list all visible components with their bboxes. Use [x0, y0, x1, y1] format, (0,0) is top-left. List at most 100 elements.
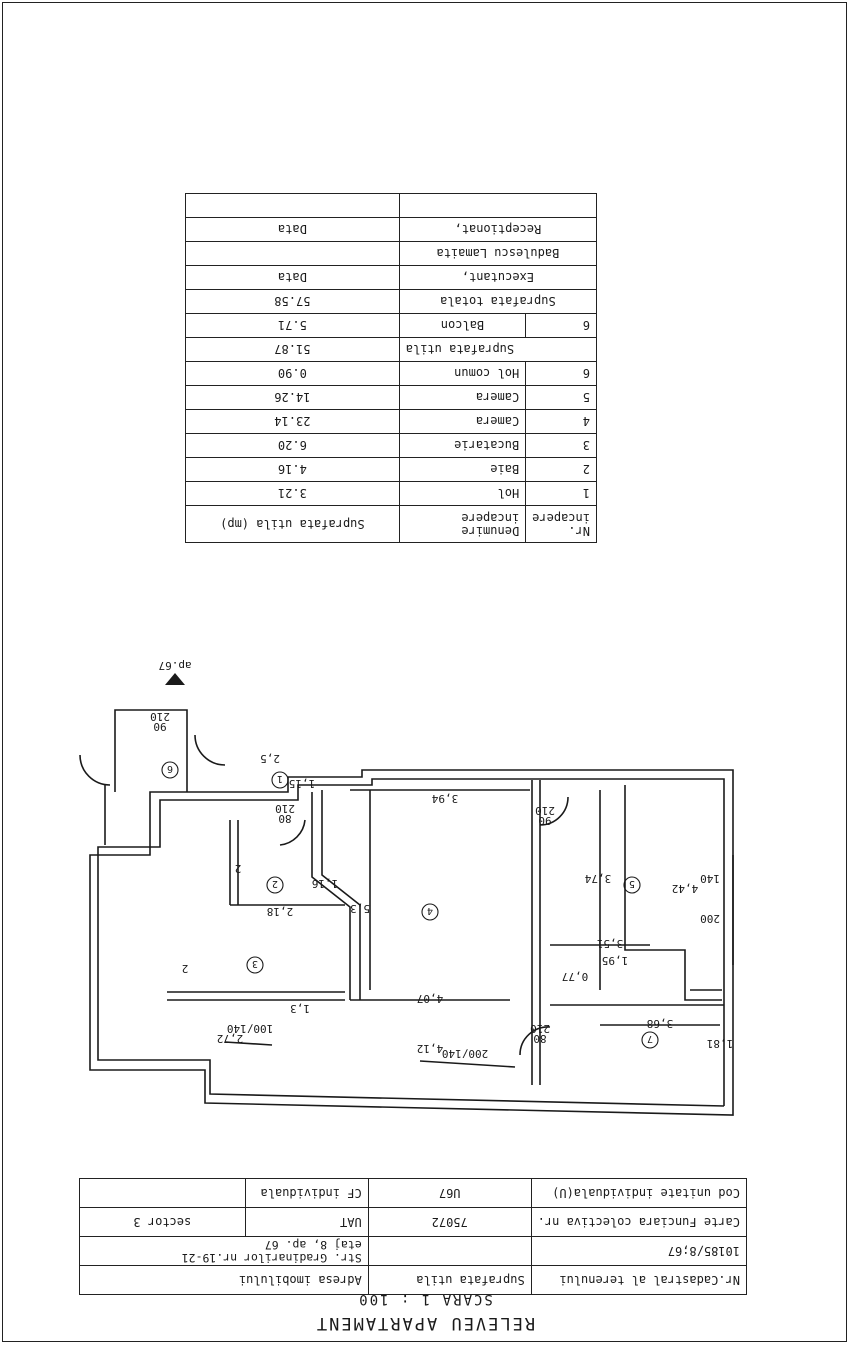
door-hall-swing — [194, 734, 226, 766]
door-entry-width: 90 — [153, 720, 166, 733]
window-room5-label-a: 200 — [700, 912, 720, 925]
room-marker-4 — [421, 903, 439, 921]
balcony-name: Balcon — [399, 313, 526, 338]
row-nr: 6 — [525, 361, 597, 386]
row-nr: 2 — [525, 457, 597, 482]
dim-2-5: 2,5 — [260, 752, 280, 765]
dim-1-95: 1,95 — [602, 954, 629, 967]
header-area: Suprafata utila (mp) — [185, 505, 400, 543]
dim-5-3: 5,3 — [350, 902, 370, 915]
table-row: 2 Baie 4.16 — [185, 457, 597, 482]
row-nr: 4 — [525, 409, 597, 434]
entry-arrow-icon — [165, 673, 185, 685]
balcony-area: 5.71 — [185, 313, 400, 338]
balcony-nr: 6 — [525, 313, 597, 338]
dim-4-07: 4,07 — [417, 992, 444, 1005]
room-area-table: Nr. incapere Denumire incapere Suprafata… — [185, 193, 597, 543]
door-entry-height: 210 — [150, 710, 170, 723]
header-nr: Nr. incapere — [525, 505, 597, 543]
blank-cell — [399, 193, 597, 218]
executant-date: Data — [185, 265, 400, 290]
dim-3-51: 3,51 — [597, 937, 624, 950]
apartment-label: ap.67 — [158, 659, 191, 672]
header-name: Denumire incapere — [399, 505, 526, 543]
row-area: 14.26 — [185, 385, 400, 410]
dim-4-12: 4,12 — [417, 1042, 444, 1055]
window-kitchen — [224, 1041, 273, 1046]
room-number-4: 4 — [427, 905, 433, 916]
dim-2-b: 2 — [182, 962, 189, 975]
room-number-2: 2 — [272, 878, 278, 889]
table-row-total: Suprafata totala 57.58 — [185, 289, 597, 314]
total-label: Suprafata totala — [399, 289, 597, 314]
table-row-received: Receptionat, Data — [185, 217, 597, 242]
executor-blank — [185, 241, 400, 266]
dim-3-74: 3,74 — [584, 872, 611, 885]
room-marker-7 — [641, 1031, 659, 1049]
outer-wall-inner — [97, 778, 725, 1107]
table-row-util: Suprafata utila 51.87 — [185, 337, 597, 362]
window-room4-label: 200/140 — [442, 1047, 488, 1060]
total-value: 57.58 — [185, 289, 400, 314]
row-area: 0.90 — [185, 361, 400, 386]
row-name: Hol — [399, 481, 526, 506]
dim-2-18: 2,18 — [267, 905, 294, 918]
table-row: 6 Hol comun 0.90 — [185, 361, 597, 386]
room-marker-3 — [246, 956, 264, 974]
door-bath-width: 80 — [278, 812, 291, 825]
room-marker-1 — [271, 771, 289, 789]
dim-3-94: 3,94 — [431, 792, 458, 805]
received-label: Receptionat, — [399, 217, 597, 242]
dim-1-81: 1,81 — [707, 1037, 734, 1050]
dim-0-77: 0,77 — [562, 970, 589, 983]
door-bath-swing — [279, 819, 306, 846]
room-number-1: 1 — [277, 773, 283, 784]
partition-4-bath-inner — [311, 792, 351, 1000]
row-name: Hol comun — [399, 361, 526, 386]
executor-name: Badulescu Lamaita — [399, 241, 597, 266]
row-nr: 5 — [525, 385, 597, 410]
row-name: Baie — [399, 457, 526, 482]
outer-wall — [89, 769, 734, 1116]
executant-label: Executant, — [399, 265, 597, 290]
dim-4-42: 4,42 — [672, 882, 699, 895]
door-balcony-height: 210 — [530, 1022, 550, 1035]
door-bath-height: 210 — [275, 802, 295, 815]
door-balcony-width: 80 — [533, 1032, 546, 1045]
util-value: 51.87 — [185, 337, 400, 362]
room-marker-2 — [266, 876, 284, 894]
dim-3-68: 3,68 — [647, 1017, 674, 1030]
door-room5-width: 90 — [538, 814, 551, 827]
row-nr: 1 — [525, 481, 597, 506]
table-row: 4 Camera 23.14 — [185, 409, 597, 434]
table-row-balcony: 6 Balcon 5.71 — [185, 313, 597, 338]
door-room5-swing — [539, 796, 569, 826]
door-balcony-swing — [519, 1026, 551, 1056]
util-label: Suprafata utila — [399, 337, 597, 362]
table-row: 3 Bucatarie 6.20 — [185, 433, 597, 458]
received-date: Data — [185, 217, 400, 242]
row-name: Bucatarie — [399, 433, 526, 458]
table-row-executor: Badulescu Lamaita — [185, 241, 597, 266]
room-number-5: 5 — [629, 878, 635, 889]
dim-1-15: 1,15 — [289, 777, 316, 790]
blank-cell — [185, 193, 400, 218]
row-area: 4.16 — [185, 457, 400, 482]
common-hall — [114, 709, 188, 792]
row-name: Camera — [399, 385, 526, 410]
door-room5-height: 210 — [535, 804, 555, 817]
room-number-6: 6 — [167, 763, 173, 774]
dim-1-16: 1,16 — [312, 877, 339, 890]
row-area: 23.14 — [185, 409, 400, 434]
row-nr: 3 — [525, 433, 597, 458]
table-header-row: Nr. incapere Denumire incapere Suprafata… — [185, 505, 597, 543]
window-room4 — [419, 1060, 516, 1068]
partition-4-bath — [321, 790, 361, 1000]
room-number-3: 3 — [252, 958, 258, 969]
room-marker-5 — [623, 876, 641, 894]
table-row: 1 Hol 3.21 — [185, 481, 597, 506]
row-name: Camera — [399, 409, 526, 434]
